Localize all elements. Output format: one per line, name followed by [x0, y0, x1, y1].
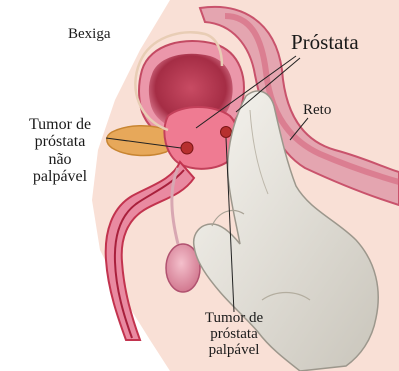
- label-tumor-palpable-line-1: Tumor de: [186, 310, 282, 326]
- tumor-palpable-mark: [221, 127, 232, 138]
- label-tumor-non-palpable-line-3: não: [12, 151, 108, 168]
- label-rectum: Reto: [303, 102, 331, 118]
- label-tumor-non-palpable-line-1: Tumor de: [12, 116, 108, 133]
- label-tumor-non-palpable-line-4: palpável: [12, 168, 108, 185]
- label-tumor-palpable: Tumor de próstata palpável: [186, 310, 282, 359]
- label-tumor-non-palpable: Tumor de próstata não palpável: [12, 116, 108, 185]
- tumor-non-palpable-mark: [181, 142, 193, 154]
- label-tumor-palpable-line-2: próstata: [186, 326, 282, 342]
- label-tumor-non-palpable-line-2: próstata: [12, 133, 108, 150]
- label-bladder: Bexiga: [68, 26, 111, 42]
- label-prostate: Próstata: [291, 31, 359, 54]
- label-tumor-palpable-line-3: palpável: [186, 342, 282, 358]
